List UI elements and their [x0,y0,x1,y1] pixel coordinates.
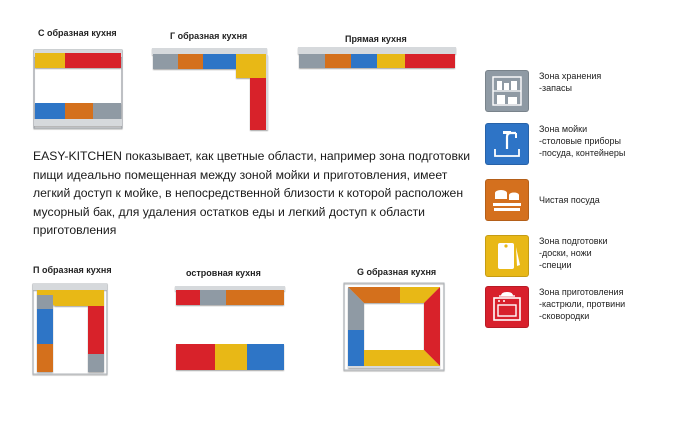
zone-prep [37,290,104,306]
legend-dishes: Чистая посуда [485,179,675,221]
zone-cooking [405,54,455,68]
legend-sink-title: Зона мойки [539,124,588,134]
cutting-board-icon [485,235,529,277]
legend-cooking-title: Зона приготовления [539,287,624,297]
zone-cooking [88,306,104,354]
zone-storage [299,54,325,68]
zone-cooking [65,53,121,68]
zone-dishes [325,54,351,68]
legend-sink-line: -столовые приборы [539,136,621,146]
faucet-icon [485,123,529,165]
g-shape-kitchen [343,282,445,371]
zone-storage [153,54,178,69]
zone-cooking [424,287,440,366]
zone-sink [203,54,236,69]
zone-dishes [348,287,400,303]
legend-storage-line: -запасы [539,83,572,93]
legend-prep-line: -доски, ножи [539,248,592,258]
zone-sink [35,103,65,119]
legend-storage: Зона хранения -запасы [485,70,675,112]
l-shape-title: Г образная кухня [170,31,248,41]
legend-prep-line: -специи [539,260,572,270]
legend-cooking-line: -сковородки [539,311,590,321]
zone-cooking [176,290,200,305]
zone-dishes [65,103,93,119]
zone-prep [35,53,65,68]
legend-prep-title: Зона подготовки [539,236,608,246]
zone-prep [215,344,247,370]
zone-sink [37,309,53,344]
legend-sink-line: -посуда, контейнеры [539,148,626,158]
zone-cooking [176,344,215,370]
straight-kitchen [298,47,456,68]
zone-prep [400,287,440,303]
zone-storage [93,103,121,119]
zone-prep [364,350,440,366]
oven-icon [485,286,529,328]
legend-cooking: Зона приготовления -кастрюли, протвини -… [485,286,675,328]
plates-icon [485,179,529,221]
zone-dishes [178,54,203,69]
island-title: островная кухня [186,268,261,278]
legend-sink: Зона мойки -столовые приборы -посуда, ко… [485,123,675,165]
c-shape-kitchen [33,49,123,129]
zone-sink [247,344,284,370]
zone-dishes [226,290,284,305]
zone-storage [88,354,104,372]
zone-cooking [250,78,266,130]
legend-dishes-title: Чистая посуда [539,195,600,205]
l-shape-kitchen [152,48,268,130]
g-shape-title: G образная кухня [357,267,437,277]
pantry-shelf-icon [485,70,529,112]
zone-sink [348,330,364,366]
zone-prep [236,54,266,78]
zone-storage [348,287,364,330]
legend-prep: Зона подготовки -доски, ножи -специи [485,235,675,277]
zone-sink [351,54,377,68]
u-shape-title: П образная кухня [33,265,112,275]
zone-storage [37,295,53,309]
straight-title: Прямая кухня [345,34,407,44]
island-kitchen [175,286,285,370]
legend-storage-title: Зона хранения [539,71,602,81]
zone-prep [377,54,405,68]
zone-dishes [37,344,53,372]
description-text: EASY-KITCHEN показывает, как цветные обл… [33,149,471,237]
c-shape-title: С образная кухня [38,28,117,38]
legend-cooking-line: -кастрюли, протвини [539,299,626,309]
u-shape-kitchen [32,283,108,375]
zone-storage [200,290,226,305]
